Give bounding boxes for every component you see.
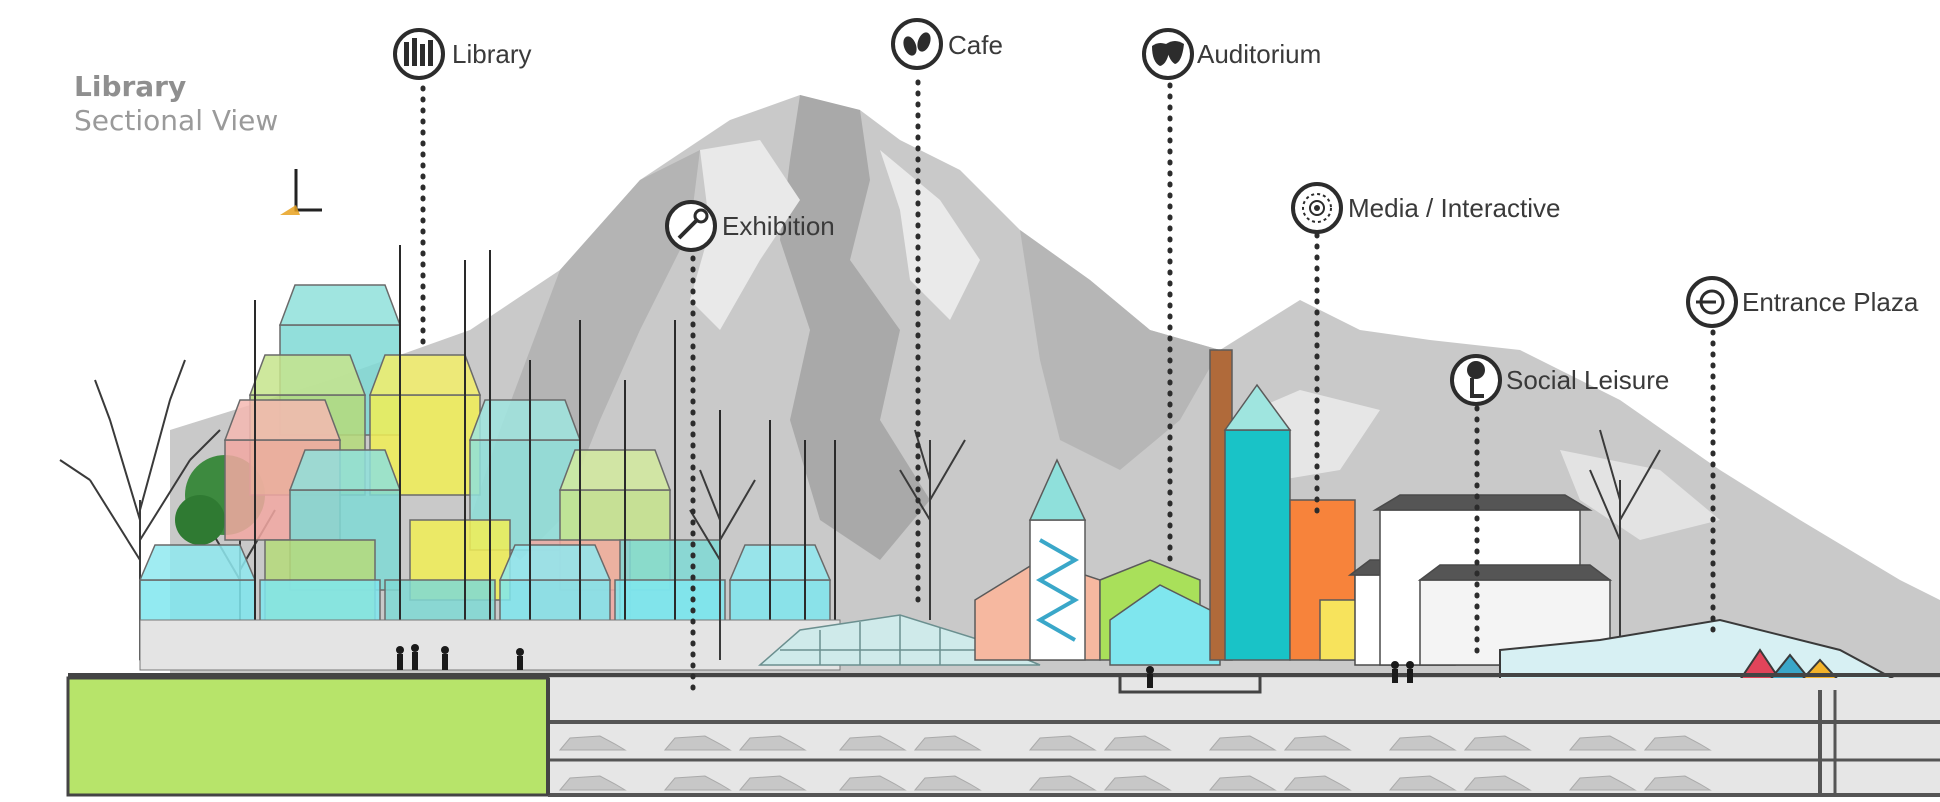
diagram-subtitle: Sectional View [74,103,279,137]
trees-right [1589,429,1661,660]
cafe-auditorium-cluster [974,349,1361,666]
diagram-title: Library [74,70,187,103]
coffee-beans-icon [891,18,943,70]
mountain-snow-1 [690,140,800,330]
callout-media-interactive-label: Media / Interactive [1348,193,1560,223]
callout-library-label: Library [452,39,531,69]
callout-media-interactive: Media / Interactive [1291,182,1560,234]
mountain-shadow-east [1020,230,1220,470]
callout-cafe: Cafe [891,18,1003,70]
callout-social-leisure: Social Leisure [1450,354,1669,406]
trees-middle [689,429,966,660]
callout-entrance-plaza-label: Entrance Plaza [1742,287,1919,317]
mountain-shadow-center [780,95,930,560]
mountain-snow-4 [1560,450,1720,540]
library-poles [254,245,836,660]
callout-exhibition-label: Exhibition [722,211,835,241]
callout-exhibition: Exhibition [665,200,835,252]
theatre-masks-icon [1142,28,1194,80]
diagram-title-block: Library Sectional View [74,70,278,137]
callout-social-leisure-label: Social Leisure [1506,365,1669,395]
greenhouse [758,614,1041,666]
green-lawn-section [66,676,550,797]
people-silhouettes [396,644,1414,688]
callout-leaders [420,79,1716,693]
ground-section [66,673,1940,797]
tree-canopy-green-2 [175,495,225,545]
parked-cars [558,735,1712,791]
callout-cafe-label: Cafe [948,30,1003,60]
library-base-glass [139,619,841,671]
magnifier-icon [665,200,717,252]
callout-library: Library [393,28,531,80]
signal-icon [1291,182,1343,234]
callout-auditorium-label: Auditorium [1197,39,1321,69]
books-icon [393,28,445,80]
pin-person-icon [1450,354,1502,406]
media-buildings [1347,494,1613,666]
entrance-icon [1686,276,1738,328]
mountain-snow-2 [880,150,980,320]
callout-auditorium: Auditorium [1142,28,1321,80]
callout-entrance-plaza: Entrance Plaza [1686,276,1919,328]
